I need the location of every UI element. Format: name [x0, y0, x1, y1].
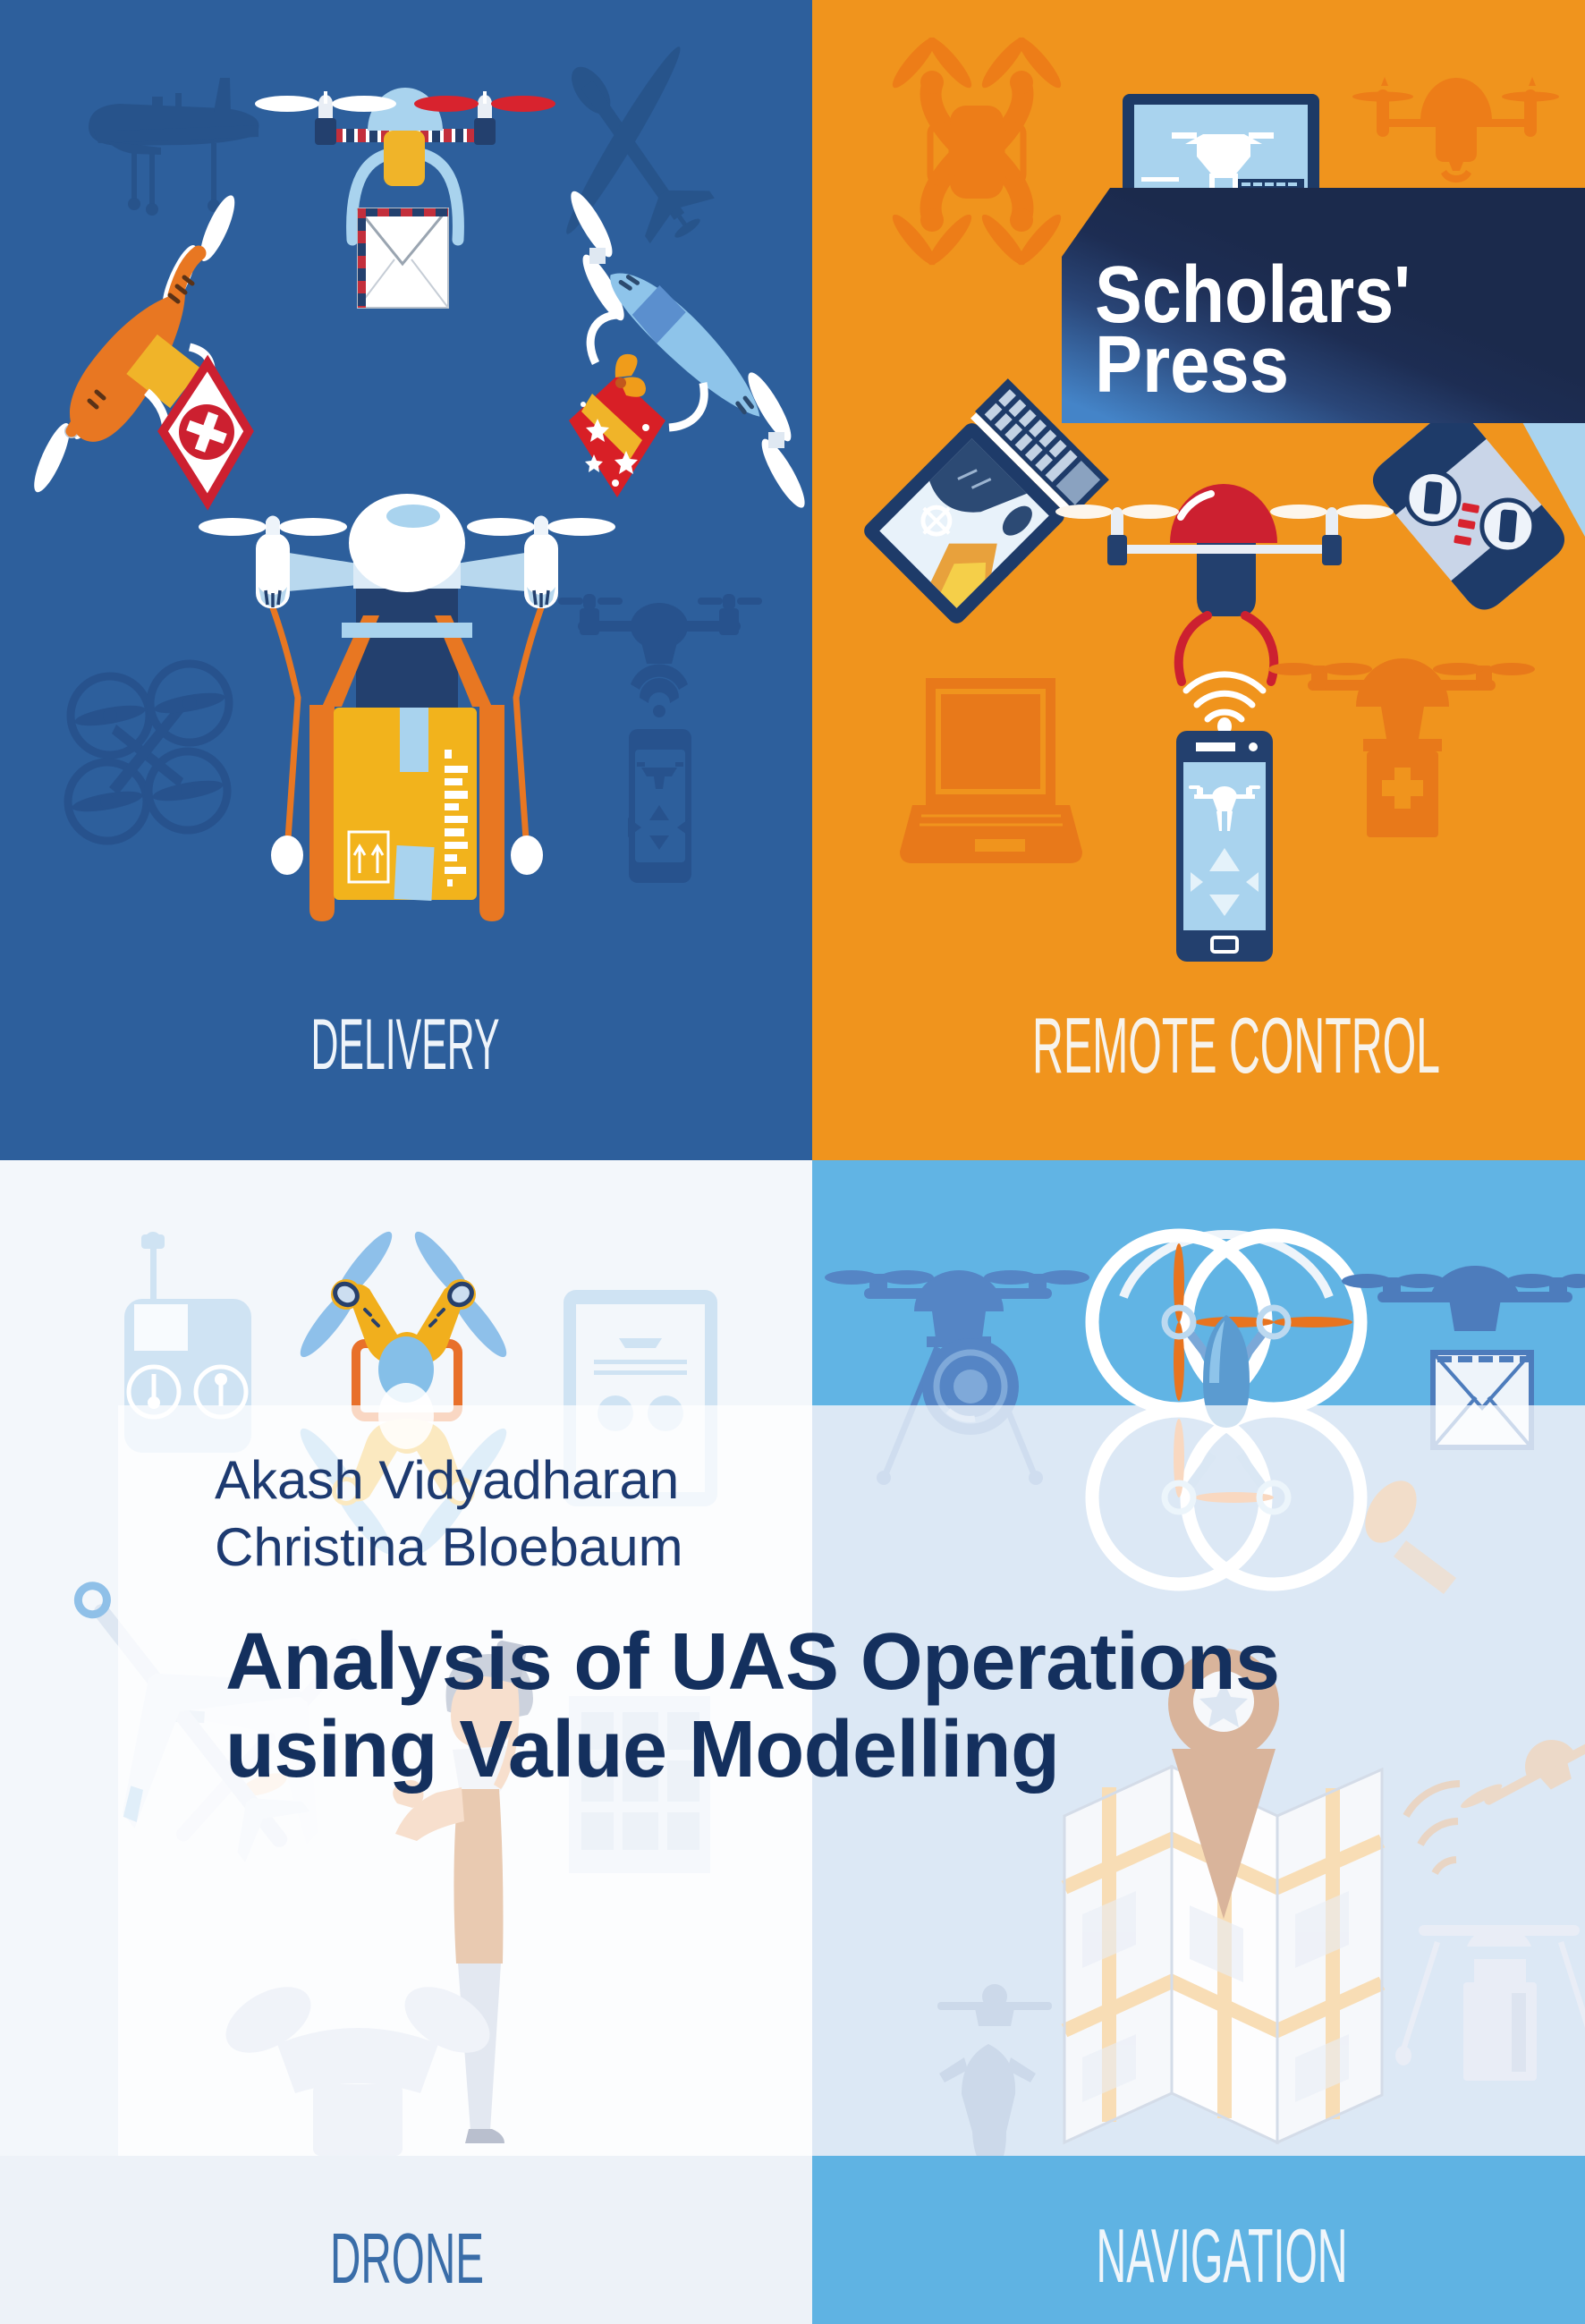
svg-text:Analysis of UAS Operations: Analysis of UAS Operations: [225, 1617, 1280, 1707]
svg-text:Christina Bloebaum: Christina Bloebaum: [215, 1517, 683, 1577]
svg-text:REMOTE CONTROL: REMOTE CONTROL: [1032, 1001, 1440, 1090]
svg-text:using Value Modelling: using Value Modelling: [225, 1705, 1060, 1794]
svg-text:DELIVERY: DELIVERY: [311, 1005, 500, 1085]
svg-text:NAVIGATION: NAVIGATION: [1097, 2214, 1348, 2299]
svg-text:Press: Press: [1095, 320, 1289, 410]
svg-text:Scholars': Scholars': [1095, 250, 1411, 340]
svg-text:DRONE: DRONE: [330, 2218, 484, 2298]
svg-text:Akash Vidyadharan: Akash Vidyadharan: [215, 1450, 679, 1510]
